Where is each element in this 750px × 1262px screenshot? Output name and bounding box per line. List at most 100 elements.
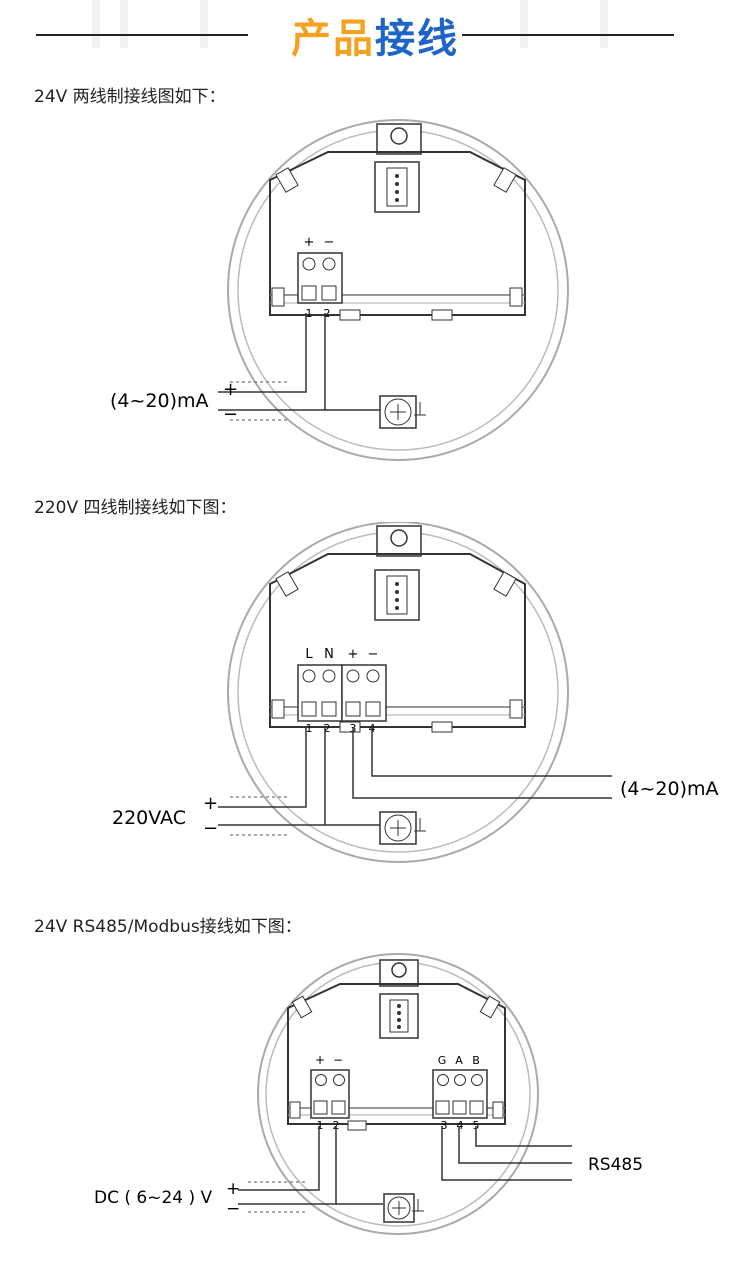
housing-outer-ring: [227, 119, 569, 461]
header: 产品接线: [0, 0, 750, 70]
terminal-socket: [331, 1100, 346, 1115]
minus-sign: −: [223, 404, 238, 425]
signal-label: RS485: [588, 1155, 643, 1175]
wire-rs485-A: [458, 1126, 572, 1164]
board-outline: [269, 151, 526, 316]
terminal-screw: [437, 1074, 449, 1086]
decorative-bar: [600, 0, 608, 48]
terminal-screw: [315, 1074, 327, 1086]
terminal-socket: [469, 1100, 484, 1115]
two-wire-diagram: + − 1 2 + − (4~20)mA: [110, 119, 569, 461]
board-tab: [347, 1120, 367, 1131]
lug-hole: [390, 127, 408, 145]
connector-pins: [386, 167, 408, 207]
wire-signal-minus: [371, 728, 612, 777]
board-clip: [492, 1101, 504, 1119]
page-title: 产品接线: [0, 6, 750, 64]
terminal-top-label: −: [324, 235, 335, 250]
terminal-screw: [454, 1074, 466, 1086]
section-label: 220V 四线制接线如下图：: [34, 498, 237, 518]
header-rule-left: [36, 34, 248, 36]
terminal-socket: [345, 701, 361, 717]
terminal-top-label: N: [324, 647, 334, 662]
terminal-number: 2: [324, 307, 331, 320]
mount-lug: [379, 959, 419, 987]
terminal-socket: [321, 701, 337, 717]
plus-sign: +: [226, 1179, 240, 1199]
terminal-top-label: A: [455, 1054, 463, 1067]
terminal-top-label: G: [438, 1054, 447, 1067]
minus-sign: −: [226, 1199, 240, 1219]
board-outline: [287, 983, 506, 1125]
plus-sign: +: [223, 379, 238, 400]
board-tab: [339, 309, 361, 321]
decorative-bar: [200, 0, 208, 48]
terminal-socket: [365, 701, 381, 717]
board-clip: [479, 995, 501, 1019]
mount-lug: [376, 525, 422, 557]
terminal-top-label: L: [305, 647, 313, 662]
terminal-screw: [322, 257, 336, 271]
board-outline: [269, 553, 526, 728]
terminal-top-label: +: [348, 647, 359, 662]
wire-signal-plus: [352, 728, 612, 799]
terminal-top-label: B: [472, 1054, 480, 1067]
decorative-bar: [520, 0, 528, 48]
wire-positive: [218, 313, 307, 393]
wire-rs485-B: [475, 1126, 572, 1147]
board-clip: [271, 287, 285, 307]
board-clip: [275, 167, 299, 193]
housing-outer-ring: [227, 522, 569, 863]
terminal-screw: [302, 669, 316, 683]
mount-lug: [376, 123, 422, 155]
terminal-number: 1: [317, 1119, 324, 1132]
terminal-number: 3: [441, 1119, 448, 1132]
board-tab: [339, 721, 361, 733]
signal-label: (4~20)mA: [620, 778, 719, 800]
section-label: 24V 两线制接线图如下：: [34, 87, 226, 107]
board-clip: [275, 571, 299, 597]
terminal-socket: [301, 285, 317, 301]
board-clip: [271, 699, 285, 719]
title-part1: 产品: [291, 16, 375, 62]
terminal-top-label: +: [315, 1053, 325, 1067]
power-label: DC ( 6~24 ) V: [94, 1188, 213, 1208]
board-clip: [493, 167, 517, 193]
terminal-top-label: −: [368, 647, 379, 662]
terminal-screw: [366, 669, 380, 683]
terminal-number: 2: [333, 1119, 340, 1132]
terminal-top-label: −: [333, 1053, 343, 1067]
signal-label: (4~20)mA: [110, 390, 209, 412]
housing-outer-ring: [257, 953, 539, 1235]
terminal-number: 4: [457, 1119, 464, 1132]
terminal-socket: [321, 285, 337, 301]
section-label: 24V RS485/Modbus接线如下图：: [34, 917, 302, 937]
wire-rs485-G: [441, 1126, 572, 1181]
rs485-diagram: + − 1 2 G A B 3 4 5 + − DC ( 6~24 ) V RS…: [94, 953, 643, 1235]
terminal-number: 2: [324, 722, 331, 735]
power-label: 220VAC: [112, 807, 186, 829]
board-tab: [431, 309, 453, 321]
board-clip: [291, 995, 313, 1019]
terminal-number: 1: [306, 307, 313, 320]
decorative-bar: [92, 0, 100, 48]
board-clip: [493, 571, 517, 597]
board-clip: [289, 1101, 301, 1119]
minus-sign: −: [203, 818, 218, 839]
wire-L: [218, 728, 307, 808]
board-clip: [509, 699, 523, 719]
terminal-number: 1: [306, 722, 313, 735]
title-part2: 接线: [375, 16, 459, 62]
wire-N: [218, 728, 326, 826]
terminal-screw: [333, 1074, 345, 1086]
terminal-socket: [452, 1100, 467, 1115]
terminal-socket: [435, 1100, 450, 1115]
terminal-top-label: +: [304, 235, 315, 250]
terminal-number: 5: [473, 1119, 480, 1132]
header-rule-right: [462, 34, 674, 36]
lug-hole: [390, 529, 408, 547]
lug-hole: [391, 962, 407, 978]
connector-pins: [386, 575, 408, 615]
decorative-bar: [120, 0, 128, 48]
board-tab: [431, 721, 453, 733]
